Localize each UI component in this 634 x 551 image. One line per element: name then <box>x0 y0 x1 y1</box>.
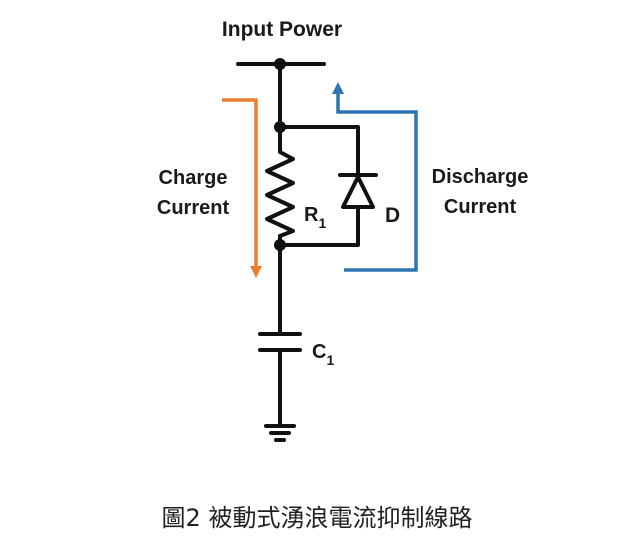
figure-caption: 圖2 被動式湧浪電流抑制線路 <box>162 504 473 532</box>
resistor-r1-subscript: 1 <box>318 215 326 231</box>
charge-current-arrow <box>222 98 262 278</box>
charge-current-label-line1: Charge <box>159 167 228 189</box>
junction-node-rail <box>274 58 286 70</box>
capacitor-c1-subscript: 1 <box>326 352 334 368</box>
diode-d-symbol <box>341 175 375 209</box>
discharge-current-label-line1: Discharge <box>432 166 529 188</box>
input-power-label: Input Power <box>222 18 342 41</box>
junction-node-top <box>274 121 286 133</box>
discharge-current-arrow <box>332 82 418 272</box>
resistor-r1-label: R1 <box>304 204 326 231</box>
diode-branch-top-wire <box>278 125 360 177</box>
junction-node-bottom <box>274 239 286 251</box>
diode-branch-bottom-wire <box>278 205 360 247</box>
diode-d-label: D <box>385 204 400 227</box>
ground-icon <box>264 424 296 442</box>
resistor-r1-letter: R <box>304 204 319 226</box>
discharge-current-label-line2: Current <box>444 196 517 218</box>
resistor-r1-symbol <box>265 150 295 238</box>
charge-current-label-line2: Current <box>157 197 230 219</box>
capacitor-c1-label: C1 <box>312 341 334 368</box>
capacitor-c1-letter: C <box>312 341 326 363</box>
